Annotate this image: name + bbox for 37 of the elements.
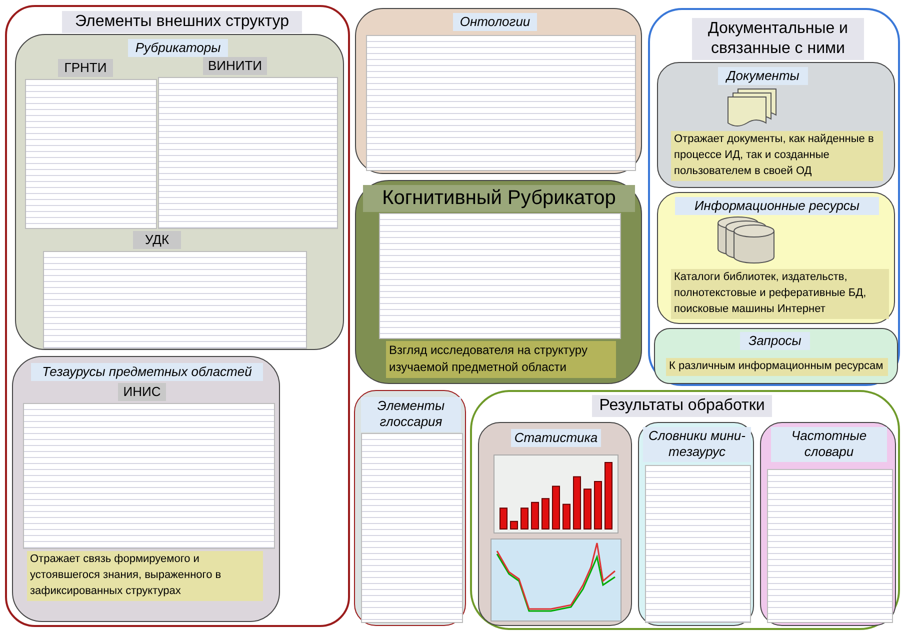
panel [478,422,632,626]
source-label: ИНИС [118,383,166,402]
section-title: Элементы внешних структур [62,11,302,33]
subsection-title: Тезаурусы предметных областей [31,363,263,382]
panel [654,328,898,384]
source-label: ГРНТИ [58,59,113,78]
section-title: Результаты обработки [592,395,772,417]
subsection-title: Элементы глоссария [361,397,461,432]
subsection-title: Документы [718,67,808,86]
section-title: Когнитивный Рубрикатор [363,185,635,212]
description-text: Отражает документы, как найденные в процессе ИД, так и созданные пользователем в своей ОД [671,131,883,181]
source-label: УДК [133,231,181,250]
panel [638,422,754,626]
subsection-title: Онтологии [453,13,537,32]
subsection-title: Запросы [740,332,810,350]
section-title: Документальные и связанные с ними [692,18,864,60]
panel [12,356,280,622]
subsection-title: Частотные словари [771,427,887,462]
panel [657,192,895,324]
description-text: К различным информационным ресурсам [666,358,888,376]
subsection-title: Рубрикаторы [128,39,228,58]
region-outline [648,8,900,386]
subsection-title: Словники мини-тезаурус [643,427,751,462]
panel [354,390,466,626]
subsection-title: Информационные ресурсы [675,197,879,216]
source-label: ВИНИТИ [203,57,267,76]
description-text: Отражает связь формируемого и устоявшегося знания, выраженного в зафиксированных структурах [27,551,263,601]
description-text: Каталоги библиотек, издательств, полнотекстовые и реферативные БД, поисковые машины Интернет [671,269,889,319]
region-outline [470,390,900,630]
panel [657,62,895,188]
subsection-title: Статистика [511,429,601,448]
panel [355,180,642,384]
description-text: Взгляд исследователя на структуру изучаемой предметной области [386,341,616,378]
panel [15,34,344,350]
region-outline [5,5,350,627]
panel [355,8,642,174]
panel [760,422,896,626]
